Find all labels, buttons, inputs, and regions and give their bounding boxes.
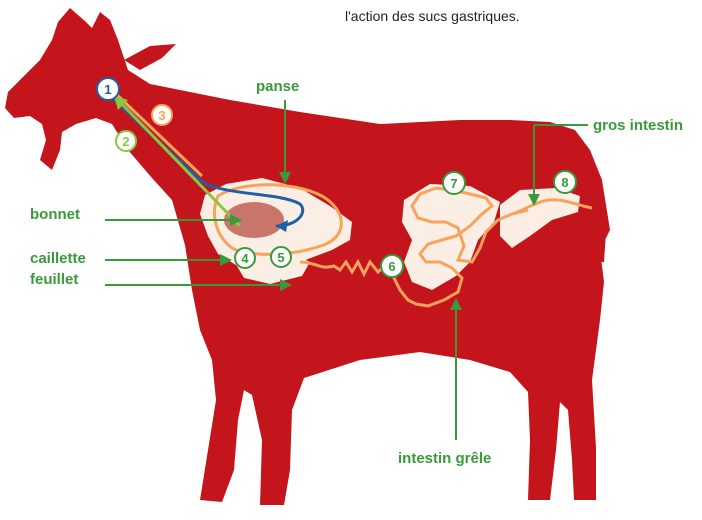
step-number-8: 8 (561, 175, 568, 190)
step-number-4: 4 (241, 251, 249, 266)
label-feuillet: feuillet (30, 271, 78, 288)
goat-ear (124, 44, 176, 70)
step-number-3: 3 (158, 108, 165, 123)
step-number-2: 2 (122, 134, 129, 149)
step-marker-1: 1 (97, 78, 119, 100)
step-number-5: 5 (277, 250, 284, 265)
step-marker-4: 4 (235, 248, 255, 268)
step-number-7: 7 (450, 176, 457, 191)
label-caillette: caillette (30, 250, 86, 267)
step-number-6: 6 (388, 259, 395, 274)
step-marker-5: 5 (271, 247, 291, 267)
label-panse: panse (256, 78, 299, 95)
step-marker-8: 8 (554, 171, 576, 193)
top-caption: l'action des sucs gastriques. (345, 8, 520, 24)
step-marker-3: 3 (152, 105, 172, 125)
step-marker-7: 7 (443, 172, 465, 194)
step-marker-2: 2 (116, 131, 136, 151)
step-marker-6: 6 (381, 255, 403, 277)
label-intestin-grele: intestin grêle (398, 450, 491, 467)
label-bonnet: bonnet (30, 206, 80, 223)
step-number-1: 1 (104, 82, 111, 97)
label-gros-intestin: gros intestin (593, 117, 683, 134)
